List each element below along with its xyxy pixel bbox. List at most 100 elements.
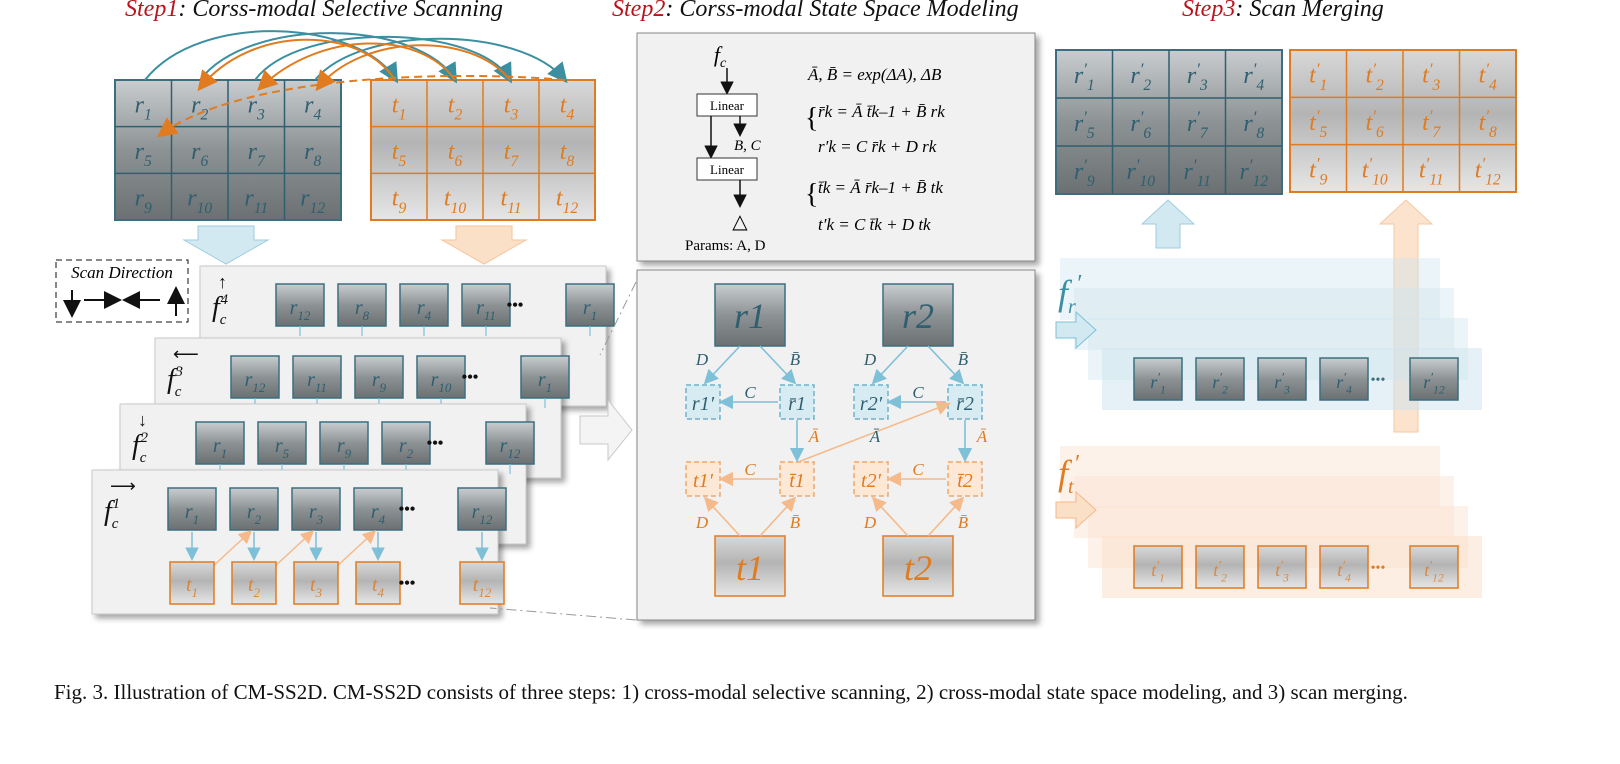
grid-cell-r6-prime: r′6 — [1130, 108, 1151, 143]
scan-token-label-r2: r2 — [247, 501, 262, 527]
output-token — [1195, 357, 1245, 401]
ellipsis: ••• — [1371, 373, 1386, 388]
detail-Abar-label: Ā — [976, 427, 988, 446]
output-token-label: r′1 — [1150, 371, 1166, 397]
scan-token-r12 — [275, 283, 325, 327]
grid-cell-r2: r2 — [191, 92, 208, 123]
output-token — [1257, 357, 1307, 401]
detail-t1 — [714, 535, 786, 597]
grid-cell-r7: r7 — [248, 139, 266, 170]
scan-token-label-r4: r4 — [417, 297, 432, 323]
detail-Bbar-label: B̄ — [790, 350, 801, 369]
ellipsis: ••• — [399, 575, 416, 592]
scan-token-label-r11: r11 — [476, 297, 496, 323]
svg-text:Ā, B̄ = exp(ΔA), ΔB: Ā, B̄ = exp(ΔA), ΔB — [807, 65, 942, 84]
grid-cell-t3: t3 — [504, 92, 519, 123]
scan-label-fc2: fc2 — [132, 430, 148, 466]
scan-token-label-r9: r9 — [337, 435, 352, 461]
detail-D-label: D — [695, 513, 709, 532]
ellipsis: ••• — [427, 435, 444, 452]
detail-cross-Abar-label: Ā — [869, 427, 881, 446]
step3-title: Step3: Scan Merging — [1182, 0, 1384, 22]
cross-modal-arcs — [144, 30, 568, 138]
scan-token-t4 — [355, 561, 401, 605]
svg-text:Params: A, D: Params: A, D — [685, 238, 766, 254]
fr-arrow — [1055, 310, 1097, 350]
grid-cell-t11-prime: t′11 — [1419, 154, 1444, 189]
grid-cell-r12: r12 — [300, 186, 325, 217]
detail-r2-prime — [853, 384, 889, 420]
scan-token-r5 — [257, 421, 307, 465]
output-token — [1319, 545, 1369, 589]
detail-t2-bar — [947, 461, 983, 497]
detail-C-label: C — [912, 383, 924, 402]
grid-cell-r8-prime: r′8 — [1243, 108, 1264, 143]
output-token — [1133, 357, 1183, 401]
step1-title: Step1: Corss-modal Selective Scanning — [125, 0, 503, 22]
grid-cell-r9-prime: r′9 — [1074, 156, 1095, 191]
output-token-label: t′12 — [1424, 559, 1444, 585]
scan-token-label-t3: t3 — [310, 574, 323, 600]
fc-label: fc — [714, 42, 727, 71]
grid-cell-t12: t12 — [556, 186, 578, 217]
scan-token-label-t1: t1 — [186, 574, 198, 600]
output-token-label: t′3 — [1275, 559, 1289, 585]
scan-token-r1 — [167, 487, 217, 531]
grid-cell-t7: t7 — [504, 139, 520, 170]
scan-label-fc4: fc4 — [212, 292, 228, 328]
scan-direction-arrow: ↓ — [138, 410, 147, 430]
grid-cell-t12-prime: t′12 — [1475, 154, 1501, 189]
detail-t2 — [882, 535, 954, 597]
scan-label-fc3: fc3 — [167, 364, 183, 400]
scan-token-label-r4: r4 — [371, 501, 386, 527]
scan-token-label-r12: r12 — [245, 369, 266, 395]
scan-token-t1 — [169, 561, 215, 605]
detail-t1-prime — [685, 461, 721, 497]
grid-cell-t9-prime: t′9 — [1309, 154, 1327, 189]
detail-D-label: D — [863, 350, 877, 369]
ssm-parameter-panel: fc Linear B, C Linear △ Params: A, D Ā, … — [636, 32, 1036, 262]
detail-label-r2: r2 — [902, 296, 934, 336]
scan-token-label-r2: r2 — [399, 435, 414, 461]
detail-label-t2: t2 — [904, 548, 932, 588]
scan-token-label-r1: r1 — [583, 297, 597, 323]
scan-token-r10 — [416, 355, 466, 399]
zoom-line-bottom — [489, 607, 637, 621]
grid-cell-r5: r5 — [135, 139, 152, 170]
scan-token-r4 — [399, 283, 449, 327]
svg-text:{: { — [805, 179, 818, 210]
detail-r1 — [714, 283, 786, 347]
ellipsis: ••• — [399, 501, 416, 518]
output-token-label: t′4 — [1337, 559, 1351, 585]
grid-cell-r6: r6 — [191, 139, 208, 170]
grid-cell-r3: r3 — [248, 92, 265, 123]
detail-arrow — [579, 398, 633, 462]
scan-token-r2 — [229, 487, 279, 531]
grid-cell-r5-prime: r′5 — [1074, 108, 1095, 143]
grid-cell-t8: t8 — [560, 139, 575, 170]
detail-label-t1-prime: t1′ — [693, 470, 714, 492]
grid-cell-t2: t2 — [448, 92, 463, 123]
step2-title: Step2: Corss-modal State Space Modeling — [612, 0, 1019, 22]
scan-token-label-r10: r10 — [431, 369, 452, 395]
grid-cell-r7-prime: r′7 — [1187, 108, 1209, 143]
scan-token-r9 — [319, 421, 369, 465]
scan-token-t2 — [231, 561, 277, 605]
up-arrow-rgb — [1140, 199, 1196, 249]
detail-label-t1: t1 — [736, 548, 764, 588]
svg-text:Linear: Linear — [710, 98, 745, 113]
grid-cell-r9: r9 — [135, 186, 152, 217]
ft-layer — [1060, 446, 1440, 508]
output-token-label: r′12 — [1423, 371, 1445, 397]
figure-caption: Fig. 3. Illustration of CM-SS2D. CM-SS2D… — [54, 680, 1408, 704]
grid-cell-r11-prime: r′11 — [1184, 156, 1211, 191]
detail-label-t2-prime: t2′ — [861, 470, 882, 492]
down-arrow-rgb — [182, 225, 270, 265]
grid-cell-r1: r1 — [135, 92, 152, 123]
grid-cell-t1-prime: t′1 — [1309, 59, 1327, 94]
